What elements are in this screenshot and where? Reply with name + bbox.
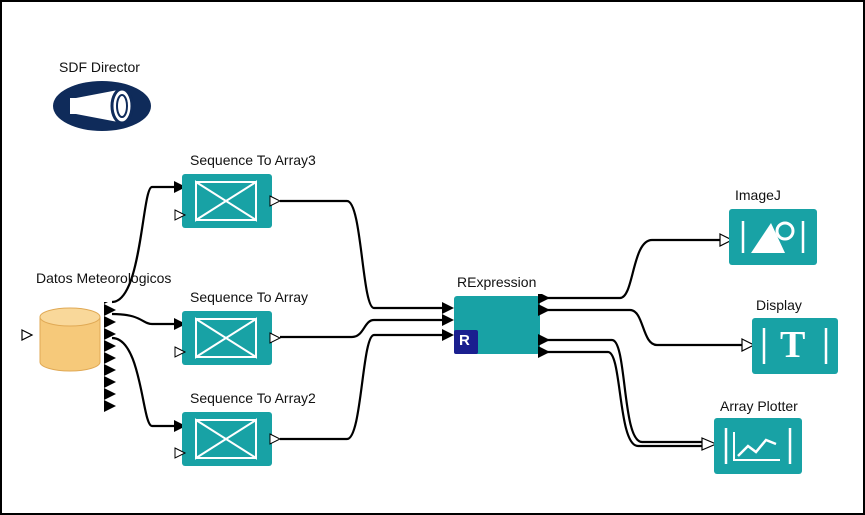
sequence-to-array-icon: [174, 174, 282, 228]
display-label: Display: [756, 297, 802, 313]
wire-seq2-rexpr: [280, 333, 442, 441]
seq3-actor[interactable]: [174, 172, 282, 232]
text-t-icon: T: [780, 324, 806, 366]
source-actor[interactable]: [20, 302, 120, 422]
arrowhead-display-in: [741, 338, 756, 352]
arrowhead-rexpr-in-1: [442, 302, 454, 314]
rexpression-actor[interactable]: R: [450, 294, 560, 358]
imagej-label: ImageJ: [735, 187, 781, 203]
seq2-actor[interactable]: [174, 410, 282, 470]
arrowhead-rexpr-in-3: [442, 329, 454, 341]
wire-seq3-rexpr: [280, 199, 442, 310]
display-actor[interactable]: T: [750, 316, 842, 378]
sdf-director[interactable]: [52, 80, 154, 132]
director-megaphone-icon: [53, 81, 151, 131]
image-mountain-icon: [729, 209, 817, 265]
arrowhead-seq2-in: [174, 420, 186, 432]
line-chart-icon: [714, 418, 802, 474]
r-badge: R: [459, 332, 470, 349]
wire-source-seq1: [111, 312, 174, 326]
sequence-to-array-icon: [174, 311, 282, 365]
seq1-actor[interactable]: [174, 309, 282, 369]
arrowhead-seq1-in: [174, 318, 186, 330]
database-cylinder-icon: [21, 302, 116, 412]
arrowhead-seq3-in: [174, 181, 186, 193]
display-body: [752, 318, 838, 374]
rexpr-label: RExpression: [457, 274, 537, 290]
imagej-actor[interactable]: [727, 207, 819, 269]
source-label: Datos Meteorologicos: [36, 270, 172, 286]
sequence-to-array-icon: [174, 412, 282, 466]
plotter-label: Array Plotter: [720, 398, 798, 414]
wire-seq1-rexpr: [280, 318, 442, 339]
seq1-label: Sequence To Array: [190, 289, 309, 305]
arrowhead-rexpr-in-2: [442, 314, 454, 326]
arrowhead-plotter-in: [701, 437, 718, 451]
wire-rexpr-imagej: [547, 238, 720, 300]
array-plotter-actor[interactable]: [710, 416, 806, 478]
seq3-label: Sequence To Array3: [190, 152, 316, 168]
rexpression-body: [454, 294, 550, 358]
seq2-label: Sequence To Array2: [190, 390, 316, 406]
arrowhead-imagej-in: [719, 233, 734, 247]
director-label: SDF Director: [59, 59, 140, 75]
wire-source-seq3: [111, 185, 174, 304]
wire-rexpr-display: [547, 308, 742, 347]
wire-rexpr-plotter-1: [547, 338, 702, 444]
wire-source-seq2: [111, 336, 174, 428]
wire-rexpr-plotter-2: [547, 350, 702, 448]
